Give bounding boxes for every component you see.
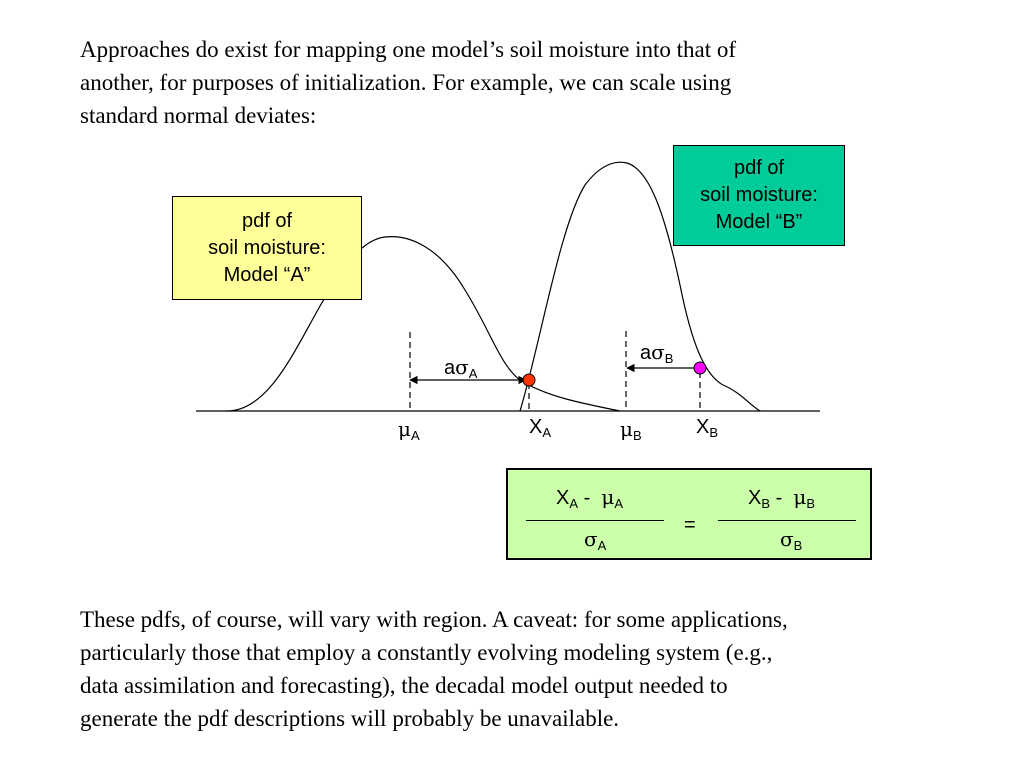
a-sigma-b-label: aσB: [640, 340, 674, 366]
outro-line: generate the pdf descriptions will proba…: [80, 706, 620, 731]
outro-line: data assimilation and forecasting), the …: [80, 673, 728, 698]
fraction-line-b: [718, 520, 856, 521]
x-b-label: XB: [696, 416, 719, 440]
denominator-b: σB: [780, 527, 803, 553]
pdf-curve-b: [519, 161, 761, 412]
intro-line: Approaches do exist for mapping one mode…: [80, 37, 737, 62]
pdf-model-b-label: pdf of soil moisture: Model “B”: [673, 145, 845, 246]
outro-paragraph: These pdfs, of course, will vary with re…: [80, 603, 788, 735]
marker-x-a: [522, 373, 536, 387]
intro-line: another, for purposes of initialization.…: [80, 70, 732, 95]
x-a-label: XA: [529, 416, 552, 440]
mu-a-label: μA: [398, 417, 420, 443]
box-a-line: soil moisture:: [208, 236, 326, 259]
box-a-line: pdf of: [241, 209, 293, 232]
a-sigma-a-label: aσA: [444, 355, 478, 381]
intro-line: standard normal deviates:: [80, 103, 317, 128]
box-b-line: pdf of: [733, 157, 785, 179]
numerator-b: XB - μB: [748, 485, 816, 511]
mu-b-label: μB: [620, 417, 642, 443]
standard-normal-deviate-formula: XA - μA σA = XB - μB σB: [506, 468, 872, 560]
box-b-line: Model “B”: [715, 211, 803, 233]
box-a-line: Model “A”: [223, 263, 311, 286]
equals-sign: =: [684, 514, 696, 536]
outro-line: These pdfs, of course, will vary with re…: [80, 607, 788, 632]
intro-paragraph: Approaches do exist for mapping one mode…: [80, 33, 736, 132]
outro-line: particularly those that employ a constan…: [80, 640, 773, 665]
box-b-line: soil moisture:: [700, 184, 818, 206]
fraction-line-a: [526, 520, 664, 521]
numerator-a: XA - μA: [556, 485, 624, 511]
denominator-a: σA: [584, 527, 607, 553]
marker-x-b: [693, 361, 707, 375]
pdf-model-a-label: pdf of soil moisture: Model “A”: [172, 196, 362, 300]
